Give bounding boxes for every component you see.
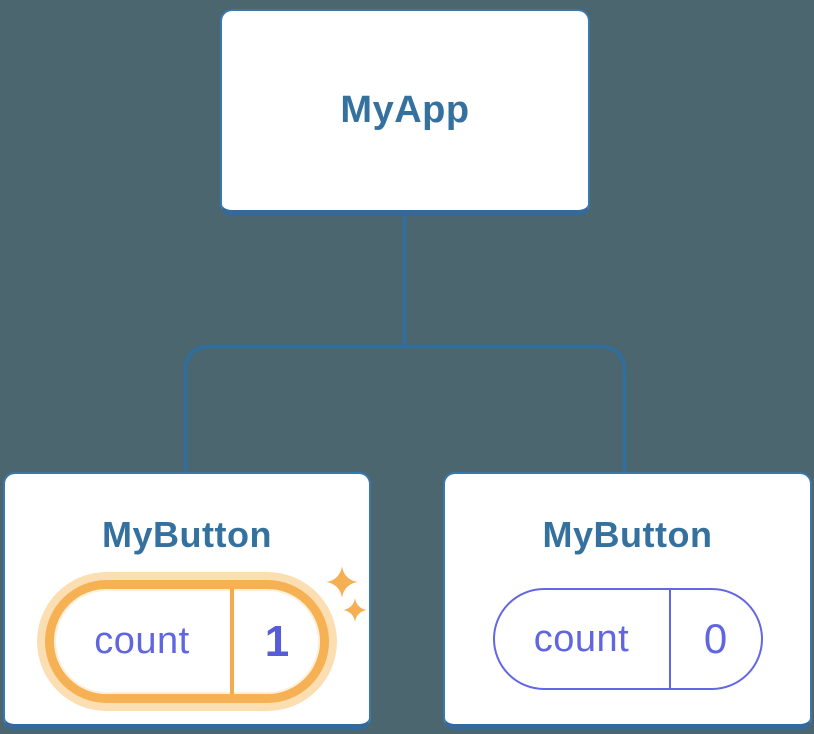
state-value: 0 [668, 590, 761, 688]
connector-branch [183, 344, 627, 474]
node-title: MyButton [102, 514, 272, 555]
tree-node-myapp: MyApp [220, 9, 590, 216]
state-label: count [533, 617, 630, 660]
sparkle-icon [343, 598, 367, 622]
state-pill-highlighted: count 1 [45, 580, 329, 703]
tree-node-mybutton-2: MyButton count 0 [443, 472, 812, 730]
state-label: count [94, 620, 190, 662]
node-title: MyButton [542, 514, 713, 555]
state-pill: count 0 [492, 588, 763, 690]
state-value: 1 [230, 589, 320, 694]
sparkle-icon [326, 566, 358, 598]
node-title: MyApp [340, 89, 470, 131]
tree-node-mybutton-1: MyButton count 1 [3, 472, 371, 730]
